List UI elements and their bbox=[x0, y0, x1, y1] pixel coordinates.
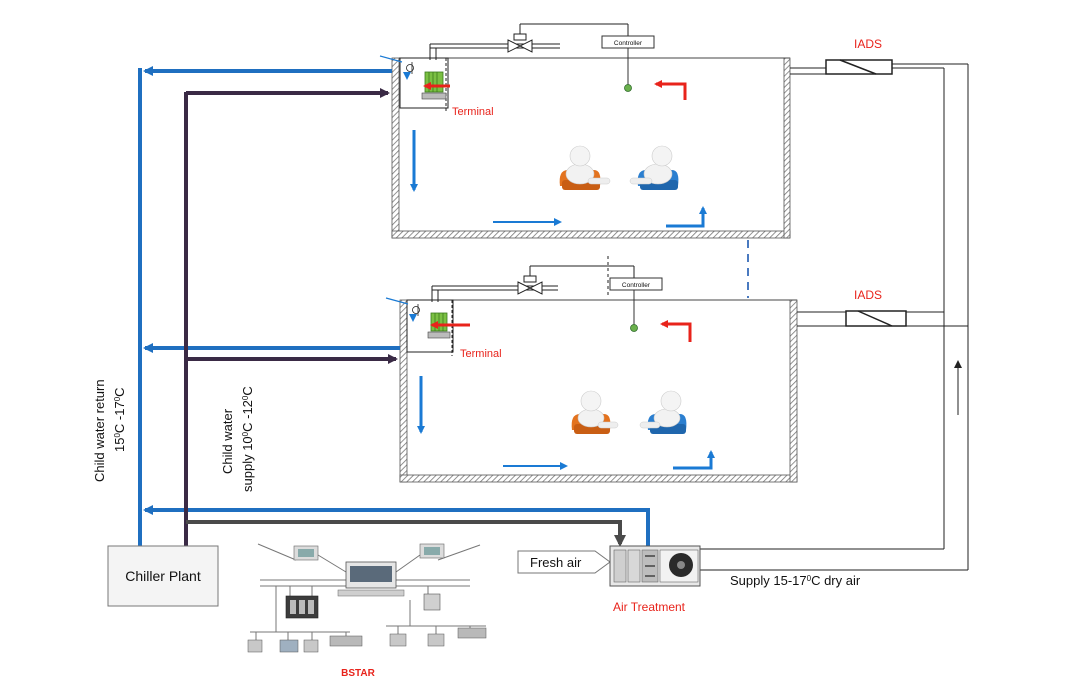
terminal-label-bottom: Terminal bbox=[460, 348, 502, 360]
svg-text:Fresh air: Fresh air bbox=[530, 555, 582, 570]
svg-text:Controller: Controller bbox=[622, 282, 651, 289]
iads-bottom: IADS bbox=[797, 288, 968, 327]
air-treatment-label: Air Treatment bbox=[613, 600, 686, 614]
bstar-network bbox=[250, 543, 486, 640]
terminal-unit-top bbox=[379, 55, 449, 112]
air-flow-up-bottom bbox=[673, 450, 715, 470]
controller-bottom: Controller bbox=[609, 277, 663, 332]
supply-arrow-air-treatment bbox=[186, 520, 626, 547]
bstar-devices bbox=[247, 543, 487, 653]
chiller-plant-label: Chiller Plant bbox=[125, 568, 201, 584]
bstar-label: BSTAR bbox=[341, 668, 375, 679]
red-arrow-room-top bbox=[654, 80, 687, 100]
room-bottom bbox=[399, 299, 798, 483]
sensor-icon bbox=[630, 324, 638, 332]
return-arrow-air-treatment bbox=[143, 505, 650, 546]
supply-water-label-line1: Child water bbox=[220, 408, 235, 474]
supply-dry-air-label: Supply 15-170C dry air bbox=[730, 573, 861, 588]
chiller-plant: Chiller Plant bbox=[107, 545, 219, 607]
controller-top: Controller bbox=[601, 35, 655, 92]
return-water-label-line2: 150C -170C bbox=[112, 387, 127, 452]
valve-assembly-bottom bbox=[431, 256, 635, 302]
svg-text:IADS: IADS bbox=[854, 37, 882, 51]
sensor-icon bbox=[624, 84, 632, 92]
terminal-label-top: Terminal bbox=[452, 106, 494, 118]
svg-text:Controller: Controller bbox=[614, 40, 643, 47]
supply-water-label-line2: supply 100C -120C bbox=[240, 386, 255, 492]
iads-top: IADS bbox=[790, 37, 968, 75]
air-flow-up-top bbox=[666, 206, 707, 228]
return-water-label-line1: Child water return bbox=[92, 379, 107, 482]
fresh-air-inlet: Fresh air bbox=[517, 550, 611, 574]
occupants-top bbox=[559, 145, 679, 190]
svg-text:IADS: IADS bbox=[854, 288, 882, 302]
air-treatment-unit: Air Treatment bbox=[609, 545, 701, 614]
red-arrow-room-bottom bbox=[660, 320, 692, 342]
room-top bbox=[391, 57, 791, 239]
valve-assembly-top bbox=[429, 23, 629, 60]
occupants-bottom bbox=[571, 390, 687, 434]
